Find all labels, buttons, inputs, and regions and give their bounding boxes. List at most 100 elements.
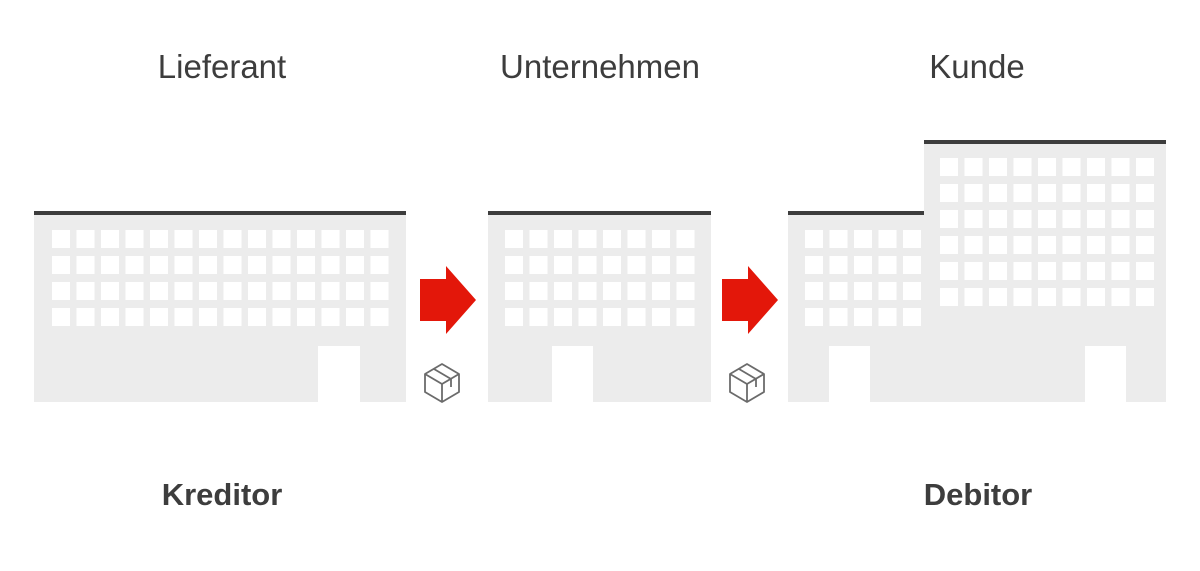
packages-group	[424, 363, 765, 403]
window	[199, 256, 217, 274]
window	[854, 256, 872, 274]
window	[1136, 184, 1154, 202]
window	[1013, 210, 1032, 228]
window	[940, 236, 958, 254]
window	[125, 230, 144, 248]
flow-arrow-icon-2	[722, 266, 778, 334]
window	[829, 308, 848, 326]
window	[627, 308, 646, 326]
window	[321, 282, 340, 300]
window	[370, 256, 389, 274]
supplier-building-roof	[34, 211, 406, 215]
window	[940, 262, 958, 280]
window	[321, 308, 340, 326]
window	[1062, 262, 1081, 280]
window	[878, 282, 897, 300]
window	[989, 184, 1007, 202]
window	[52, 230, 70, 248]
window	[652, 230, 670, 248]
window	[964, 158, 983, 176]
company-building-door	[552, 346, 593, 403]
window	[1136, 210, 1154, 228]
window	[964, 288, 983, 306]
window	[878, 256, 897, 274]
window	[989, 210, 1007, 228]
package-box-icon-2	[729, 363, 765, 403]
window	[76, 230, 95, 248]
window	[272, 308, 291, 326]
window	[505, 256, 523, 274]
window	[578, 230, 597, 248]
window	[248, 308, 266, 326]
window	[554, 308, 572, 326]
window	[125, 256, 144, 274]
customer-building-low-roof	[788, 211, 935, 215]
window	[1136, 236, 1154, 254]
customer-building-tall-door	[1085, 346, 1126, 403]
window	[505, 308, 523, 326]
window	[101, 256, 119, 274]
window	[1087, 210, 1105, 228]
creditor-label: Kreditor	[161, 477, 283, 512]
window	[174, 282, 193, 300]
window	[603, 230, 621, 248]
arrows-group	[420, 266, 778, 334]
window	[1087, 158, 1105, 176]
window	[1111, 288, 1130, 306]
window	[52, 256, 70, 274]
window	[199, 308, 217, 326]
package-box-icon-1	[424, 363, 460, 403]
window	[1087, 236, 1105, 254]
window	[1111, 236, 1130, 254]
customer-building-low-door	[829, 346, 870, 403]
window	[1013, 158, 1032, 176]
window	[805, 230, 823, 248]
window	[652, 282, 670, 300]
window	[652, 308, 670, 326]
window	[297, 230, 315, 248]
window	[989, 262, 1007, 280]
window	[676, 256, 695, 274]
window	[903, 308, 921, 326]
window	[76, 308, 95, 326]
company-building-roof	[488, 211, 711, 215]
window	[223, 256, 242, 274]
window	[346, 308, 364, 326]
window	[174, 256, 193, 274]
window	[223, 230, 242, 248]
window	[903, 230, 921, 248]
window	[627, 230, 646, 248]
window	[1111, 158, 1130, 176]
window	[805, 256, 823, 274]
window	[1013, 236, 1032, 254]
window	[125, 282, 144, 300]
window	[903, 282, 921, 300]
window	[321, 230, 340, 248]
window	[1136, 262, 1154, 280]
window	[52, 308, 70, 326]
window	[878, 308, 897, 326]
window	[1038, 288, 1056, 306]
window	[554, 256, 572, 274]
window	[578, 256, 597, 274]
window	[529, 256, 548, 274]
window	[297, 308, 315, 326]
window	[297, 282, 315, 300]
window	[829, 256, 848, 274]
window	[878, 230, 897, 248]
window	[964, 184, 983, 202]
window	[1013, 262, 1032, 280]
window	[964, 262, 983, 280]
window	[1038, 184, 1056, 202]
window	[989, 158, 1007, 176]
window	[1087, 288, 1105, 306]
window	[199, 230, 217, 248]
window	[125, 308, 144, 326]
window	[346, 230, 364, 248]
window	[1038, 236, 1056, 254]
window	[150, 230, 168, 248]
window	[223, 282, 242, 300]
window	[1136, 158, 1154, 176]
window	[989, 288, 1007, 306]
window	[1013, 184, 1032, 202]
